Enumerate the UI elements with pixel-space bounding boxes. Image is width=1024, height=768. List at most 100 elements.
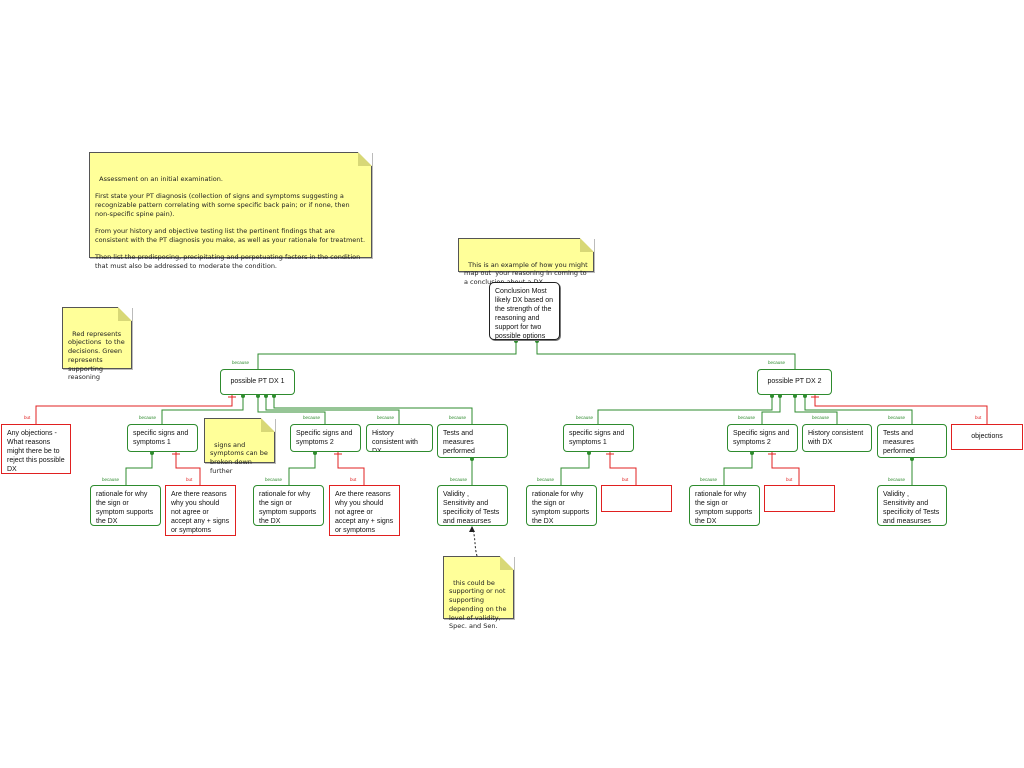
because-label: because [450,477,468,482]
connector-dot [241,394,245,398]
wire-dx1-rationale2 [288,452,316,485]
dx2-rationale1-text: rationale for why the sign or symptom su… [532,491,590,526]
dx2-tests-text: Tests and measures performed [883,430,915,456]
wire-dx2-objection1 [609,452,637,485]
wire-dx2-rationale1 [560,452,590,485]
dx1-validity-box[interactable]: Validity , Sensitivity and specificity o… [437,485,508,526]
because-label: because [265,477,283,482]
dx2-empty-objection1-box[interactable] [601,485,672,512]
dx1-history-text: History consistent with DX [372,430,418,452]
connector-dot [770,394,774,398]
but-label: but [350,477,357,482]
dx2-history-text: History consistent with DX [808,430,864,447]
dx1-reasons2-text: Are there reasons why you should not agr… [335,491,394,535]
because-label: because [768,360,786,365]
but-label: but [622,477,629,482]
dx1-signs1-box[interactable]: specific signs and symptoms 1 [127,424,198,452]
because-label: because [303,415,321,420]
wire-dx1-reasons2 [337,452,365,485]
dx2-signs1-box[interactable]: specific signs and symptoms 1 [563,424,634,452]
because-label: because [537,477,555,482]
assessment-note: Assessment on an initial examination. Fi… [89,152,372,270]
wire-dx2-objections [814,395,988,424]
validity-note-text: this could be supporting or not supporti… [449,578,509,631]
legend-note-text: Red represents objections to the decisio… [68,329,127,382]
wire-dx2-objection2 [771,452,800,485]
dx1-signs2-box[interactable]: Specific signs and symptoms 2 [290,424,361,452]
because-label: because [888,477,906,482]
dx1-reasons2-box[interactable]: Are there reasons why you should not agr… [329,485,400,536]
wire-dx1-reasons1 [175,452,201,485]
connector-dot [910,457,914,461]
but-label: but [186,477,193,482]
connector-dot [793,394,797,398]
wire-dx1-signs1 [161,395,244,424]
wire-dx1-tests [273,395,473,424]
any-objections-text: Any objections - What reasons might ther… [7,430,65,474]
but-label: but [24,415,31,420]
wire-dx1-rationale1 [125,452,153,485]
dx2-rationale2-box[interactable]: rationale for why the sign or symptom su… [689,485,760,526]
wire-any-objections-dx1 [35,395,233,424]
connector-dot [803,394,807,398]
because-label: because [232,360,250,365]
signs-breakdown-note-text: signs and symptoms can be broken down fu… [210,440,270,475]
wire-dx2-signs2 [761,395,781,424]
dx2-box[interactable]: possible PT DX 2 [757,369,832,395]
dx1-tests-text: Tests and measures performed [443,430,475,456]
dx1-signs2-text: Specific signs and symptoms 2 [296,430,353,447]
connector-dot [750,451,754,455]
dx1-validity-text: Validity , Sensitivity and specificity o… [443,491,500,526]
because-label: because [377,415,395,420]
dx1-history-box[interactable]: History consistent with DX [366,424,433,452]
wire-dx2-history [794,395,838,424]
dx1-tests-box[interactable]: Tests and measures performed [437,424,508,458]
note-fold-icon [500,556,514,570]
dx2-validity-box[interactable]: Validity , Sensitivity and specificity o… [877,485,947,526]
note-fold-icon [580,238,594,252]
connector-dot [587,451,591,455]
dx2-history-box[interactable]: History consistent with DX [802,424,872,452]
dx1-signs1-text: specific signs and symptoms 1 [133,430,189,447]
dx1-rationale1-box[interactable]: rationale for why the sign or symptom su… [90,485,161,526]
because-label: because [102,477,120,482]
dx1-reasons1-box[interactable]: Are there reasons why you should not agr… [165,485,236,536]
connector-dot [272,394,276,398]
but-label: but [786,477,793,482]
connector-dot [150,451,154,455]
connector-dot [778,394,782,398]
conclusion-box[interactable]: Conclusion Most likely DX based on the s… [489,282,560,340]
example-note: This is an example of how you might map … [458,238,594,286]
dx2-signs2-text: Specific signs and symptoms 2 [733,430,790,447]
connector-dot [264,394,268,398]
note-fold-icon [118,307,132,321]
dx1-box[interactable]: possible PT DX 1 [220,369,295,395]
note-fold-icon [261,418,275,432]
because-label: because [449,415,467,420]
dx2-text: possible PT DX 2 [767,378,822,386]
dx1-text: possible PT DX 1 [230,378,285,386]
dx2-validity-text: Validity , Sensitivity and specificity o… [883,491,940,526]
because-label: because [139,415,157,420]
dx1-rationale2-text: rationale for why the sign or symptom su… [259,491,317,526]
because-label: because [738,415,756,420]
wire-dx1-conclusion [257,340,517,369]
wire-dx2-tests [804,395,913,424]
dx2-objections-box[interactable]: objections [951,424,1023,450]
dx1-rationale2-box[interactable]: rationale for why the sign or symptom su… [253,485,324,526]
dx2-objections-text: objections [971,433,1003,441]
dx2-tests-box[interactable]: Tests and measures performed [877,424,947,458]
wire-dx1-history [265,395,400,424]
dx2-signs2-box[interactable]: Specific signs and symptoms 2 [727,424,798,452]
any-objections-box[interactable]: Any objections - What reasons might ther… [1,424,71,474]
connector-dot [313,451,317,455]
connector-dot [514,339,518,343]
arrowhead-icon [469,526,475,532]
assessment-note-text: Assessment on an initial examination. Fi… [95,174,366,271]
dx2-empty-objection2-box[interactable] [764,485,835,512]
dx2-rationale1-box[interactable]: rationale for why the sign or symptom su… [526,485,597,526]
dx1-reasons1-text: Are there reasons why you should not agr… [171,491,230,535]
connector-dot [256,394,260,398]
note-fold-icon [358,152,372,166]
